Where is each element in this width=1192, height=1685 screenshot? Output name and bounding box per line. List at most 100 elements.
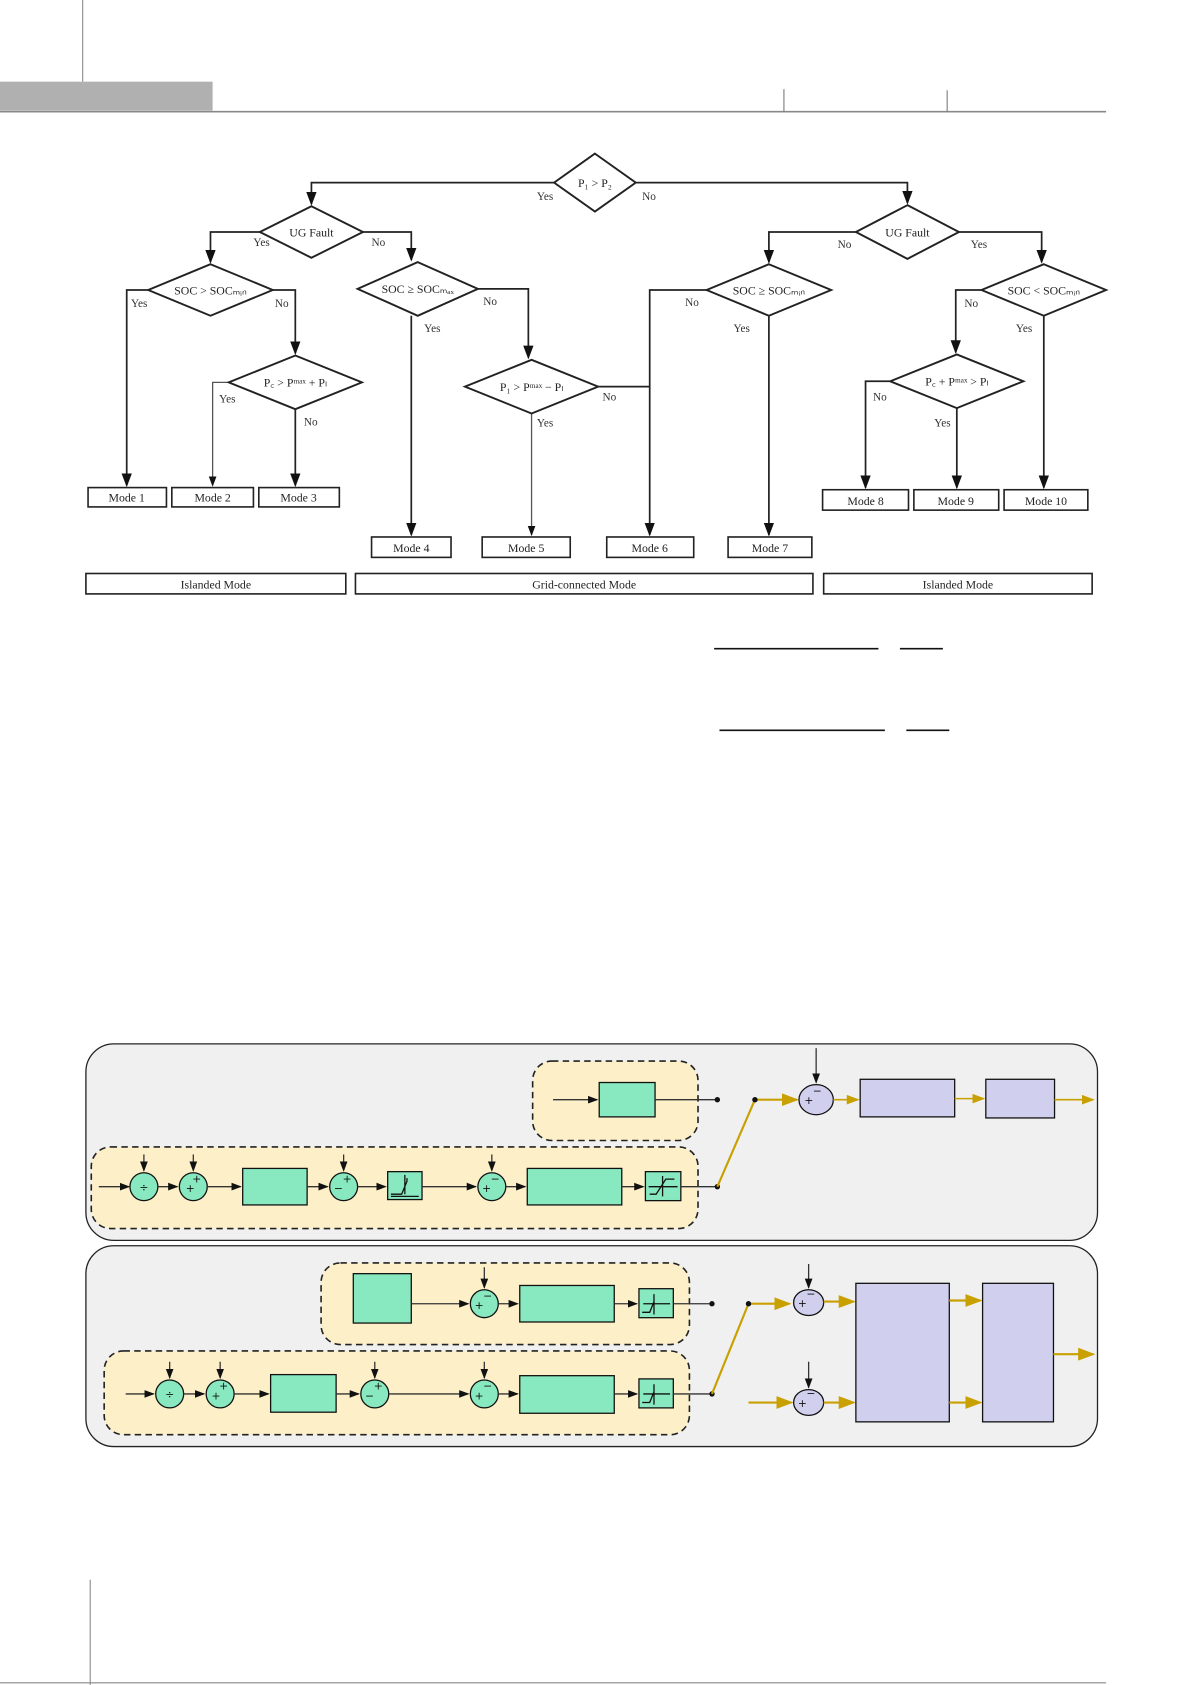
label-no: No: [838, 239, 852, 251]
controller-block: [242, 1167, 308, 1206]
mode-9-box: Mode 9: [913, 488, 1000, 511]
svg-text:Grid-connected Mode: Grid-connected Mode: [532, 578, 636, 592]
plant-block: [855, 1282, 950, 1423]
label-yes: Yes: [537, 191, 553, 203]
page-footer: [0, 1579, 1107, 1685]
mode-8-box: Mode 8: [821, 488, 910, 511]
svg-text:Mode 3: Mode 3: [280, 491, 316, 505]
mode-3-box: Mode 3: [257, 486, 341, 508]
svg-text:Mode 1: Mode 1: [109, 491, 145, 505]
decision-ug-fault-right: UG Fault: [853, 204, 962, 260]
label-yes: Yes: [219, 394, 235, 406]
controller-block: [519, 1375, 615, 1414]
svg-text:÷: ÷: [139, 1181, 148, 1194]
label-no: No: [372, 237, 386, 249]
svg-text:−: −: [806, 1387, 815, 1400]
label-yes: Yes: [971, 239, 987, 251]
svg-text:+: +: [482, 1182, 491, 1195]
svg-text:Mode 8: Mode 8: [847, 494, 883, 508]
decision-soc-mid: SOC ≥ SOCₘₐₓ: [355, 261, 481, 317]
control-panel-2: +− ÷ ++ −+ +−: [85, 1245, 1099, 1448]
label-no: No: [483, 296, 497, 308]
mode-selection-flowchart: P₁ > P₂ UG Fault SOC > SOCₘᵢₙ P꜀ > Pᵐᵃˣ …: [85, 152, 1109, 595]
mode-6-box: Mode 6: [605, 536, 695, 559]
mode-7-box: Mode 7: [727, 536, 813, 559]
limiter-icon: [387, 1170, 423, 1201]
plant-block: [859, 1078, 956, 1118]
equations: [714, 647, 950, 732]
section-grid-connected: Grid-connected Mode: [354, 572, 814, 595]
label-yes: Yes: [131, 298, 147, 310]
label-no: No: [873, 392, 887, 404]
mode-boxes: Mode 1 Mode 2 Mode 3 Mode 4 Mode 5 Mode …: [87, 486, 1089, 559]
limiter-icon: [638, 1378, 674, 1409]
page-header: [0, 0, 1107, 113]
svg-text:+: +: [798, 1297, 807, 1310]
svg-text:P₁ > P₂: P₁ > P₂: [578, 176, 612, 190]
svg-text:P꜀ > Pᵐᵃˣ + Pₗ: P꜀ > Pᵐᵃˣ + Pₗ: [264, 376, 327, 390]
svg-text:−: −: [491, 1172, 500, 1185]
control-block-diagram: ÷ ++ −+ +− +−: [85, 1043, 1099, 1448]
decision-soc-mid-right: SOC ≥ SOCₘᵢₙ: [704, 263, 834, 317]
controller-block: [526, 1167, 623, 1206]
decision-power-mid: P₁ > Pᵐᵃˣ − Pₗ: [462, 358, 601, 415]
svg-text:−: −: [334, 1182, 343, 1195]
svg-text:−: −: [365, 1389, 374, 1402]
svg-text:Mode 9: Mode 9: [938, 494, 974, 508]
svg-text:SOC ≥ SOCₘᵢₙ: SOC ≥ SOCₘᵢₙ: [733, 283, 806, 297]
plant-block: [981, 1282, 1055, 1423]
svg-text:SOC > SOCₘᵢₙ: SOC > SOCₘᵢₙ: [174, 283, 247, 297]
svg-text:+: +: [343, 1172, 352, 1185]
svg-text:SOC < SOCₘᵢₙ: SOC < SOCₘᵢₙ: [1008, 283, 1081, 297]
control-panel-1: ÷ ++ −+ +− +−: [85, 1043, 1099, 1242]
label-yes: Yes: [934, 417, 950, 429]
svg-text:Mode 7: Mode 7: [752, 541, 788, 555]
section-boxes: Islanded Mode Grid-connected Mode Island…: [85, 572, 1093, 595]
svg-text:Mode 10: Mode 10: [1025, 494, 1067, 508]
mode-4-box: Mode 4: [370, 536, 452, 559]
header-tab: [0, 81, 213, 111]
svg-text:+: +: [804, 1094, 813, 1107]
svg-text:−: −: [806, 1287, 815, 1300]
svg-text:−: −: [483, 1380, 492, 1393]
decision-power-right: P꜀ + Pᵐᵃˣ > Pₗ: [887, 353, 1026, 410]
svg-text:UG Fault: UG Fault: [885, 225, 930, 239]
svg-text:+: +: [212, 1389, 221, 1402]
svg-text:+: +: [798, 1397, 807, 1410]
svg-text:Mode 6: Mode 6: [632, 541, 668, 555]
svg-text:+: +: [475, 1389, 484, 1402]
limiter-icon: [638, 1288, 674, 1319]
mode-5-box: Mode 5: [481, 536, 572, 559]
svg-text:Mode 4: Mode 4: [393, 541, 429, 555]
section-islanded-right: Islanded Mode: [822, 572, 1093, 595]
mode-2-box: Mode 2: [171, 486, 255, 508]
svg-text:P꜀ + Pᵐᵃˣ > Pₗ: P꜀ + Pᵐᵃˣ > Pₗ: [925, 375, 988, 389]
decision-soc-left: SOC > SOCₘᵢₙ: [145, 263, 276, 317]
svg-text:+: +: [192, 1172, 201, 1185]
label-no: No: [602, 392, 616, 404]
svg-text:Mode 2: Mode 2: [194, 491, 230, 505]
label-yes: Yes: [424, 323, 440, 335]
svg-text:Mode 5: Mode 5: [508, 541, 544, 555]
label-yes: Yes: [733, 323, 749, 335]
mode-1-box: Mode 1: [87, 486, 168, 508]
svg-text:+: +: [186, 1182, 195, 1195]
svg-text:÷: ÷: [165, 1388, 174, 1401]
plant-block: [985, 1078, 1056, 1119]
controller-block: [598, 1081, 656, 1118]
label-no: No: [642, 191, 656, 203]
controller-block: [269, 1373, 337, 1413]
controller-block: [519, 1284, 615, 1323]
decision-power-left: P꜀ > Pᵐᵃˣ + Pₗ: [226, 354, 365, 411]
decision-ug-fault-left: UG Fault: [257, 205, 366, 259]
svg-text:+: +: [374, 1380, 383, 1393]
decision-soc-right: SOC < SOCₘᵢₙ: [978, 263, 1109, 317]
decision-power-compare: P₁ > P₂: [552, 152, 638, 213]
svg-text:UG Fault: UG Fault: [289, 225, 334, 239]
label-no: No: [275, 298, 289, 310]
svg-text:−: −: [813, 1084, 822, 1097]
label-yes: Yes: [537, 417, 553, 429]
mode-10-box: Mode 10: [1003, 488, 1089, 511]
flowchart-connectors: [121, 181, 1049, 537]
